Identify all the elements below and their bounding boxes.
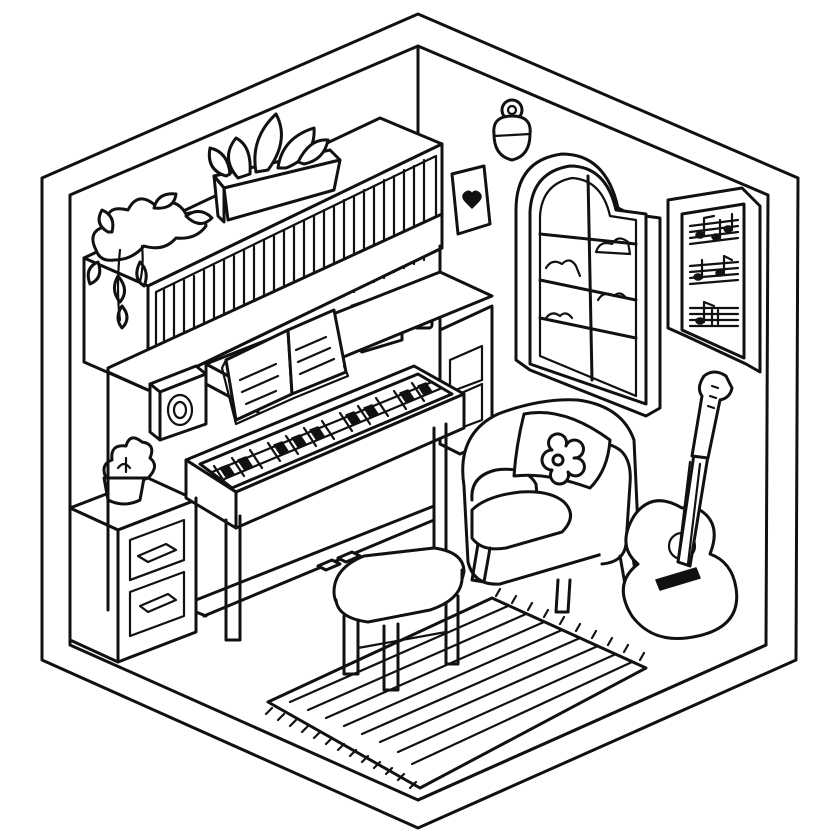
staff-lines bbox=[688, 218, 740, 328]
rug-stripes bbox=[288, 604, 634, 766]
left-speaker bbox=[148, 364, 208, 442]
heart-frame bbox=[450, 164, 492, 236]
piano-bench bbox=[332, 546, 466, 692]
music-notes bbox=[693, 212, 734, 326]
rug-fringe bbox=[264, 587, 646, 790]
potted-plants bbox=[86, 112, 342, 330]
arched-window bbox=[514, 152, 662, 418]
sheet-music-book bbox=[220, 308, 350, 426]
window-clouds bbox=[544, 237, 632, 320]
side-cabinet bbox=[68, 476, 198, 664]
music-sheet-frame bbox=[666, 186, 762, 374]
flower-pillow bbox=[512, 410, 612, 490]
hanging-plant bbox=[86, 192, 214, 330]
striped-rug bbox=[264, 587, 648, 790]
wall-lamp bbox=[492, 98, 532, 162]
planter-leaves bbox=[207, 112, 330, 180]
books bbox=[162, 158, 426, 378]
room-frame bbox=[40, 12, 800, 830]
piano-keyboard bbox=[198, 372, 454, 490]
black-keys bbox=[219, 382, 433, 478]
bookshelf bbox=[82, 116, 444, 612]
piano-pedals bbox=[316, 550, 362, 572]
acoustic-guitar bbox=[621, 370, 739, 640]
